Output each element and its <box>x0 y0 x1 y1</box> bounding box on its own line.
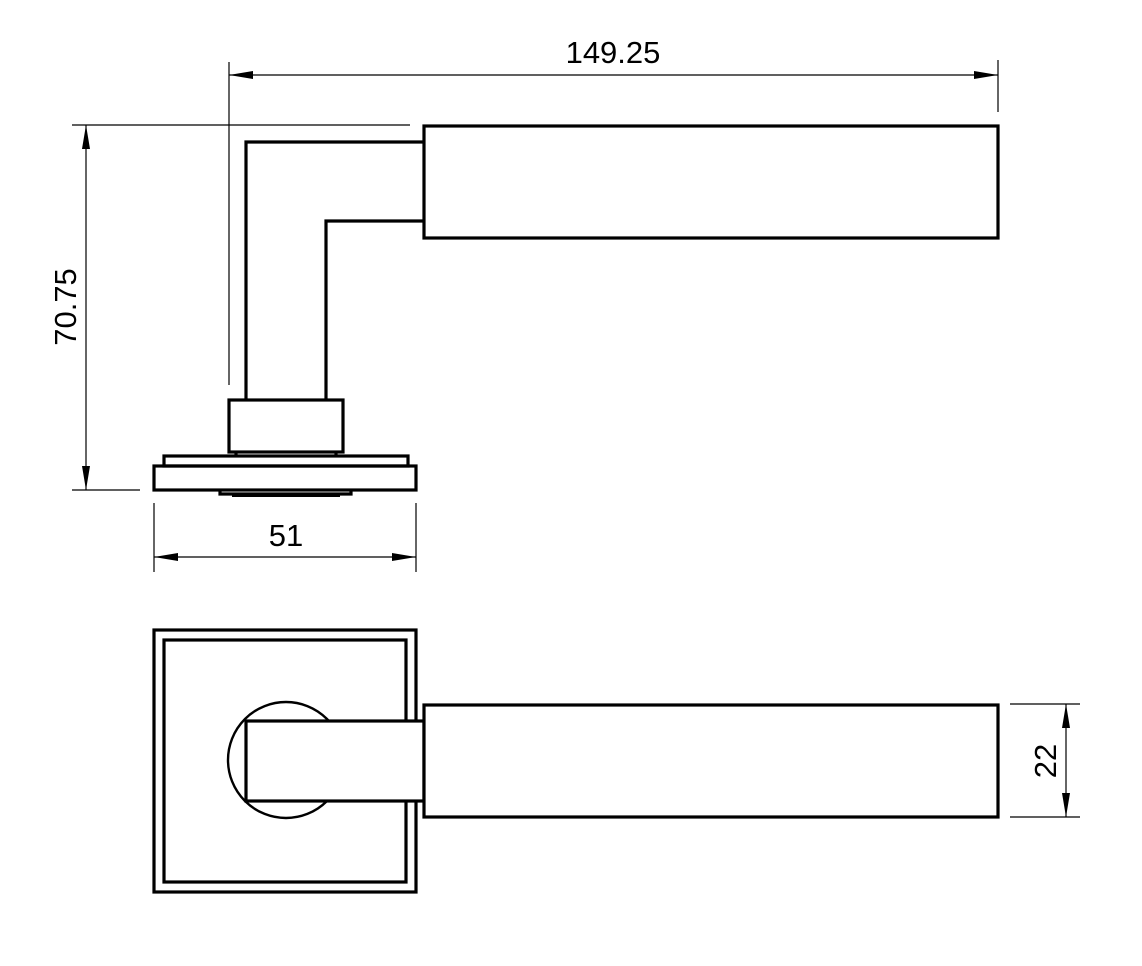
side-view <box>152 124 1000 497</box>
arrow-right-icon <box>974 71 998 79</box>
arrow-left-icon <box>154 553 178 561</box>
arrow-left-icon <box>229 71 253 79</box>
arrow-up-icon <box>82 125 90 149</box>
side-rose-base <box>152 464 418 492</box>
dimension-label-height: 70.75 <box>48 268 83 346</box>
front-lever-bar <box>422 703 1000 819</box>
dimension-overall-length: 149.25 <box>228 35 999 385</box>
arrow-right-icon <box>392 553 416 561</box>
dimension-label-length: 149.25 <box>566 35 661 70</box>
dimension-lever-width: 22 <box>1010 703 1080 818</box>
side-neck-outer <box>244 140 424 400</box>
dimension-rose-width: 51 <box>153 503 417 572</box>
side-collar <box>227 398 345 454</box>
arrow-down-icon <box>82 466 90 490</box>
arrow-down-icon <box>1062 793 1070 817</box>
front-neck-bar <box>244 719 426 803</box>
side-lever-bar <box>422 124 1000 240</box>
side-fixing-disc <box>218 490 353 496</box>
dimension-label-lever-width: 22 <box>1028 744 1063 778</box>
dimension-label-rose-width: 51 <box>269 518 303 553</box>
arrow-up-icon <box>1062 704 1070 728</box>
dimension-overall-height: 70.75 <box>48 124 410 491</box>
front-view <box>152 628 1000 894</box>
side-neck-inner <box>324 219 424 400</box>
